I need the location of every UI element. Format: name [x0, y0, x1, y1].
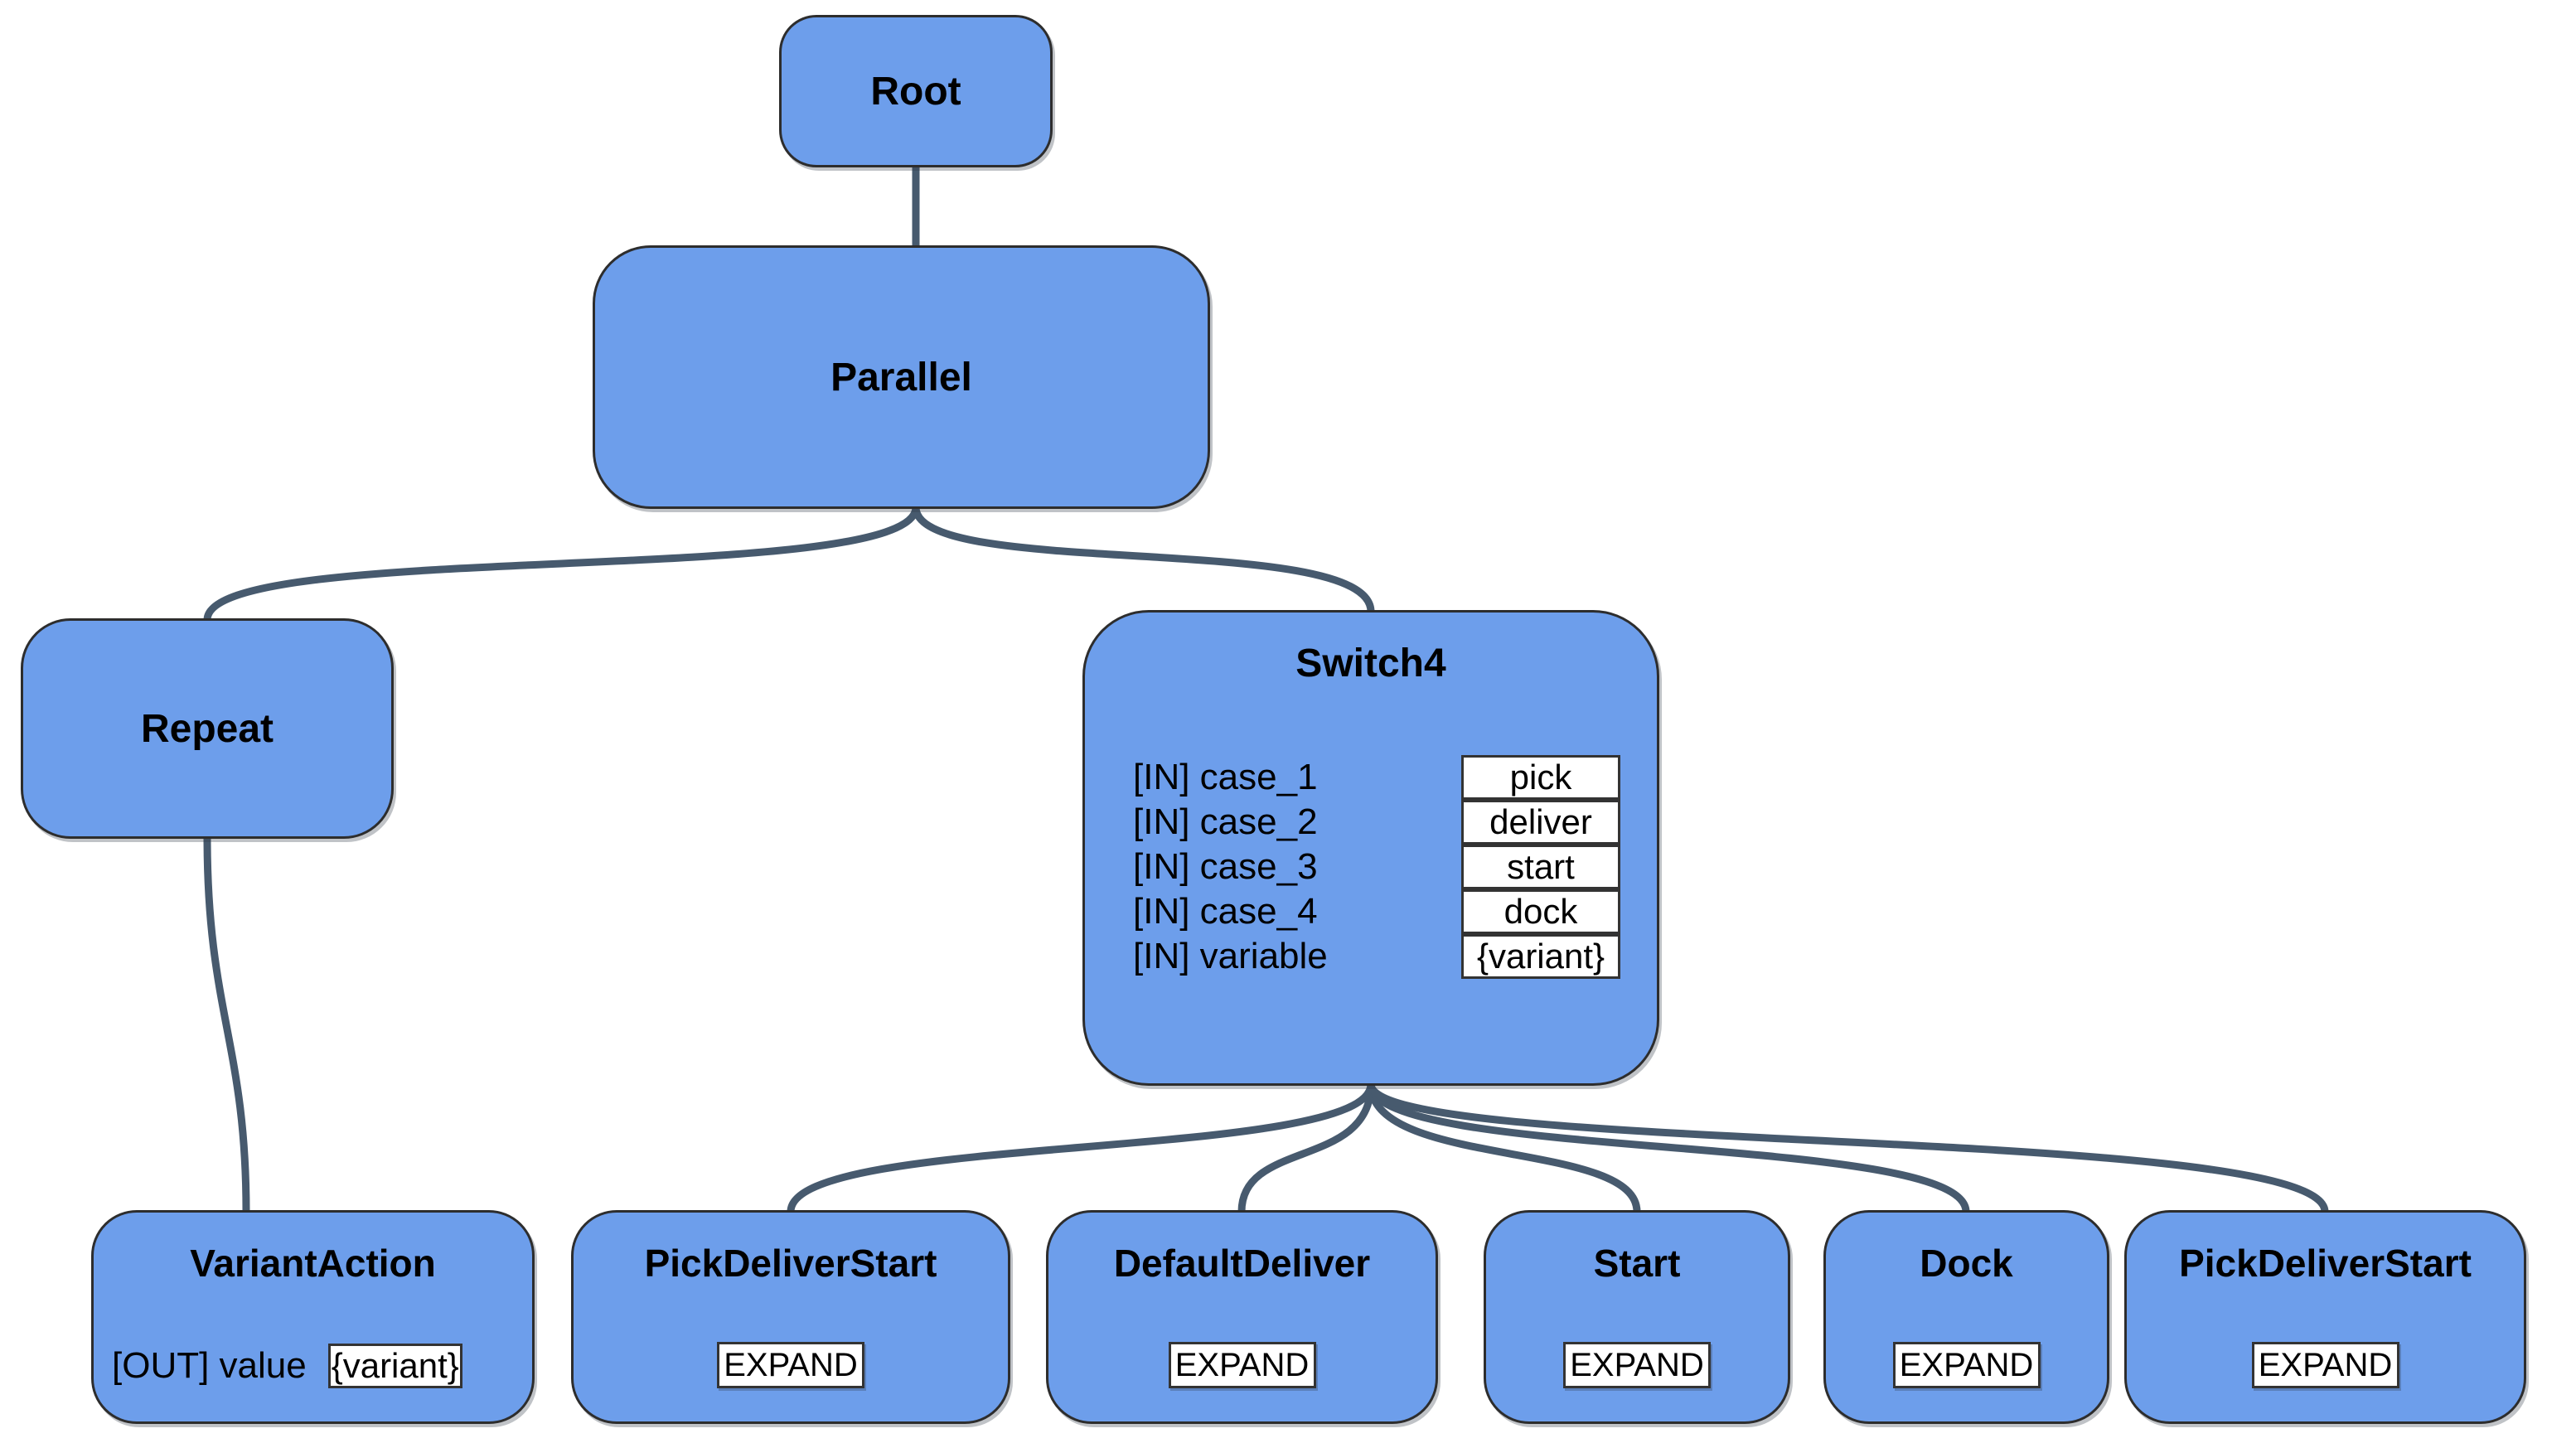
node-parallel[interactable]: Parallel: [593, 245, 1210, 509]
node-title: Parallel: [830, 355, 972, 399]
edge-parallel-switch4: [912, 503, 1375, 616]
port-value-box[interactable]: pick: [1461, 755, 1620, 800]
node-title: PickDeliverStart: [644, 1242, 937, 1285]
node-title: PickDeliverStart: [2179, 1242, 2472, 1285]
expand-button[interactable]: EXPAND: [1892, 1342, 2041, 1388]
port-value-box[interactable]: {variant}: [327, 1344, 462, 1388]
node-title: Start: [1593, 1242, 1681, 1285]
node-title: Repeat: [140, 706, 274, 751]
port-value-box[interactable]: {variant}: [1461, 934, 1620, 979]
node-defaultdeliver[interactable]: DefaultDeliver EXPAND: [1046, 1210, 1438, 1424]
port-label: [IN] case_4: [1133, 891, 1318, 932]
edge-switch4-pickdeliverstart2: [1367, 1080, 2329, 1216]
port-row: [IN] case_3 start: [1133, 845, 1620, 889]
port-row: [IN] case_1 pick: [1133, 755, 1620, 800]
port-label: [IN] variable: [1133, 936, 1328, 976]
node-pickdeliverstart-2[interactable]: PickDeliverStart EXPAND: [2124, 1210, 2526, 1424]
port-value-box[interactable]: start: [1461, 845, 1620, 889]
port-row: [IN] variable {variant}: [1133, 934, 1620, 979]
edge-switch4-defaultdeliver: [1237, 1080, 1375, 1216]
expand-button[interactable]: EXPAND: [1168, 1342, 1316, 1388]
port-list: [IN] case_1 pick [IN] case_2 deliver [IN…: [1133, 755, 1620, 979]
port-label: [IN] case_1: [1133, 757, 1318, 797]
node-variantaction[interactable]: VariantAction [OUT] value {variant}: [91, 1210, 535, 1424]
port-label: [IN] case_3: [1133, 846, 1318, 887]
edge-repeat-variantaction: [203, 833, 250, 1216]
edge-switch4-pickdeliverstart1: [787, 1080, 1375, 1216]
expand-button[interactable]: EXPAND: [1563, 1342, 1711, 1388]
expand-button[interactable]: EXPAND: [2251, 1342, 2399, 1388]
node-title: DefaultDeliver: [1113, 1242, 1371, 1285]
port-label: [OUT] value: [112, 1345, 307, 1386]
port-label: [IN] case_2: [1133, 801, 1318, 842]
port-row: [IN] case_4 dock: [1133, 889, 1620, 934]
port-value-box[interactable]: dock: [1461, 889, 1620, 934]
node-dock[interactable]: Dock EXPAND: [1823, 1210, 2109, 1424]
node-repeat[interactable]: Repeat: [21, 618, 394, 839]
port-row: [OUT] value {variant}: [112, 1344, 462, 1388]
node-switch4[interactable]: Switch4 [IN] case_1 pick [IN] case_2 del…: [1082, 610, 1659, 1086]
edge-switch4-dock: [1367, 1080, 1970, 1216]
port-value-box[interactable]: deliver: [1461, 800, 1620, 845]
node-title: VariantAction: [190, 1242, 436, 1285]
expand-button[interactable]: EXPAND: [717, 1342, 864, 1388]
node-start[interactable]: Start EXPAND: [1484, 1210, 1790, 1424]
edge-switch4-start: [1367, 1080, 1641, 1216]
node-title: Dock: [1920, 1242, 2013, 1285]
node-root[interactable]: Root: [779, 15, 1053, 167]
node-title: Root: [870, 69, 961, 114]
edge-parallel-repeat: [203, 503, 920, 624]
node-pickdeliverstart-1[interactable]: PickDeliverStart EXPAND: [571, 1210, 1010, 1424]
node-title: Switch4: [1295, 642, 1446, 685]
port-row: [IN] case_2 deliver: [1133, 800, 1620, 845]
